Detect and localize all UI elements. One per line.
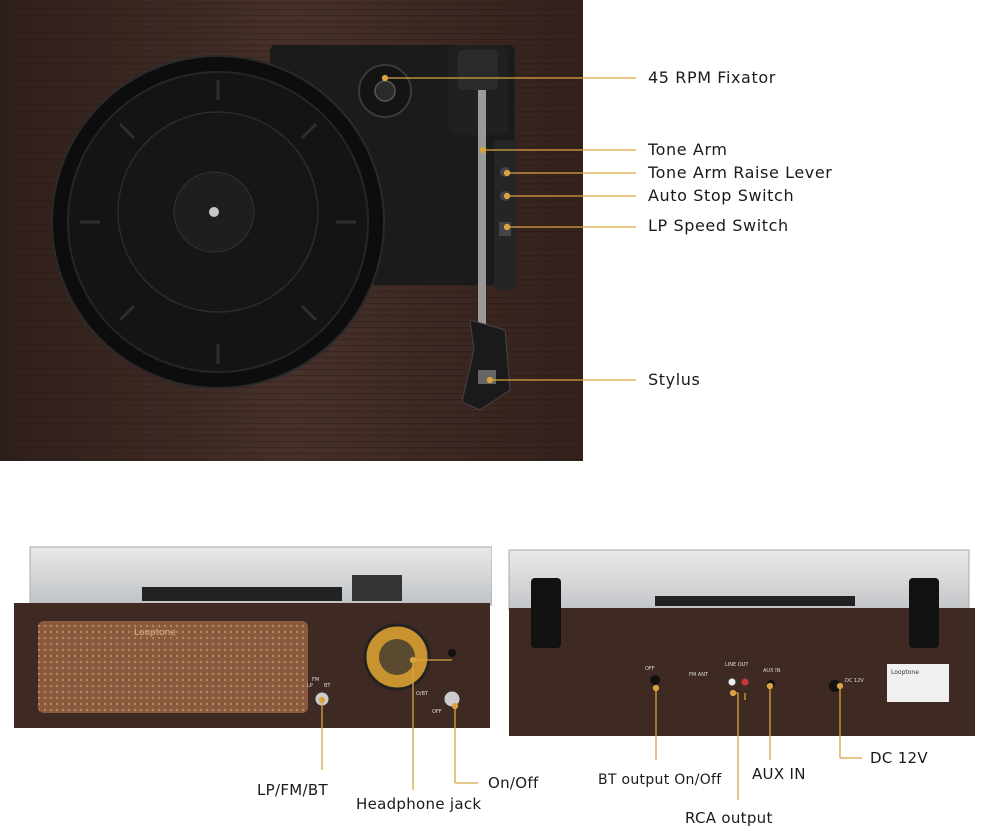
dc-port (829, 680, 841, 692)
svg-text:BT: BT (324, 683, 331, 689)
label-aux-in: AUX IN (752, 765, 806, 783)
svg-text:OFF: OFF (432, 709, 442, 715)
hinge-left (531, 578, 561, 648)
svg-text:LINE OUT: LINE OUT (725, 662, 749, 668)
headphone-jack (448, 649, 456, 657)
svg-text:Looptone: Looptone (891, 669, 919, 676)
svg-text:DC 12V: DC 12V (845, 678, 864, 684)
label-lp-fm-bt: LP/FM/BT (257, 781, 328, 799)
spec-label (887, 664, 949, 702)
turntable-back-photo: Looptone LINE OUT AUX IN FM ANT DC 12V O… (505, 548, 990, 738)
turntable-top-photo (0, 0, 583, 461)
svg-text:LP: LP (307, 683, 313, 689)
aux-port (767, 680, 775, 688)
tonearm (478, 90, 486, 330)
label-headphone-jack: Headphone jack (356, 795, 482, 813)
turntable-front-photo: Looptone FM LP BT O/BT OFF (12, 545, 492, 730)
speaker-grille (38, 621, 308, 713)
label-rca-output: RCA output (685, 809, 773, 827)
label-lp-speed-switch: LP Speed Switch (648, 216, 789, 235)
headshell (461, 319, 511, 411)
svg-text:FM ANT: FM ANT (689, 672, 709, 678)
svg-text:O/BT: O/BT (416, 691, 429, 697)
mode-knob (314, 691, 330, 707)
spindle (209, 207, 219, 217)
label-bt-output: BT output On/Off (598, 772, 722, 788)
bt-switch (650, 675, 660, 685)
turntable-top-illustration (0, 0, 583, 461)
svg-text:OFF: OFF (645, 666, 655, 672)
label-stylus: Stylus (648, 370, 701, 389)
brand-logo: Looptone (134, 628, 176, 638)
svg-text:FM: FM (312, 677, 319, 683)
label-dc-12v: DC 12V (870, 749, 928, 767)
label-auto-stop-switch: Auto Stop Switch (648, 186, 795, 205)
hinge-right (909, 578, 939, 648)
svg-text:AUX IN: AUX IN (763, 668, 781, 674)
label-on-off: On/Off (488, 774, 539, 792)
control-strip (494, 140, 516, 290)
rca-left (727, 677, 737, 687)
rca-right (740, 677, 750, 687)
label-45rpm-fixator: 45 RPM Fixator (648, 68, 776, 87)
power-knob (443, 690, 461, 708)
label-tone-arm: Tone Arm (648, 140, 728, 159)
label-tone-arm-raise-lever: Tone Arm Raise Lever (648, 163, 833, 182)
